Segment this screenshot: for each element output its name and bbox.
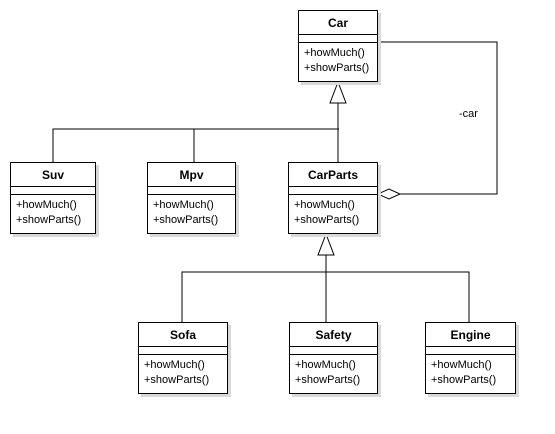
class-operations: +howMuch() +showParts() xyxy=(426,355,515,388)
operation: +howMuch() xyxy=(295,359,356,371)
class-safety[interactable]: Safety +howMuch() +showParts() xyxy=(289,322,378,394)
operation: +showParts() xyxy=(144,374,210,386)
class-attributes xyxy=(139,347,227,355)
generalization-arrowhead-car xyxy=(329,80,347,104)
class-operations: +howMuch() +showParts() xyxy=(290,355,377,388)
operation: +howMuch() xyxy=(144,359,205,371)
operation: +showParts() xyxy=(295,374,361,386)
aggregation-diamond xyxy=(376,188,402,200)
class-sofa[interactable]: Sofa +howMuch() +showParts() xyxy=(138,322,228,394)
class-attributes xyxy=(11,187,95,195)
class-car[interactable]: Car +howMuch() +showParts() xyxy=(298,10,378,82)
operation: +howMuch() xyxy=(153,199,214,211)
class-suv[interactable]: Suv +howMuch() +showParts() xyxy=(10,162,96,234)
class-name: Sofa xyxy=(139,323,227,347)
class-attributes xyxy=(289,187,377,195)
association-role-label: -car xyxy=(459,108,478,120)
class-attributes xyxy=(299,35,377,43)
class-carparts[interactable]: CarParts +howMuch() +showParts() xyxy=(288,162,378,234)
operation: +howMuch() xyxy=(431,359,492,371)
class-attributes xyxy=(426,347,515,355)
generalization-arrowhead-carparts xyxy=(317,232,335,256)
class-operations: +howMuch() +showParts() xyxy=(139,355,227,388)
class-name: Car xyxy=(299,11,377,35)
class-engine[interactable]: Engine +howMuch() +showParts() xyxy=(425,322,516,394)
operation: +showParts() xyxy=(294,214,360,226)
class-name: CarParts xyxy=(289,163,377,187)
class-operations: +howMuch() +showParts() xyxy=(11,195,95,228)
aggregation-line xyxy=(378,41,498,195)
operation: +howMuch() xyxy=(294,199,355,211)
operation: +howMuch() xyxy=(304,47,365,59)
class-operations: +howMuch() +showParts() xyxy=(289,195,377,228)
operation: +showParts() xyxy=(16,214,82,226)
class-operations: +howMuch() +showParts() xyxy=(299,43,377,76)
class-name: Suv xyxy=(11,163,95,187)
operation: +showParts() xyxy=(153,214,219,226)
operation: +showParts() xyxy=(304,62,370,74)
class-mpv[interactable]: Mpv +howMuch() +showParts() xyxy=(147,162,236,234)
class-attributes xyxy=(290,347,377,355)
generalization-line-suv xyxy=(52,128,339,162)
class-name: Safety xyxy=(290,323,377,347)
class-name: Mpv xyxy=(148,163,235,187)
class-name: Engine xyxy=(426,323,515,347)
class-attributes xyxy=(148,187,235,195)
class-operations: +howMuch() +showParts() xyxy=(148,195,235,228)
operation: +showParts() xyxy=(431,374,497,386)
operation: +howMuch() xyxy=(16,199,77,211)
